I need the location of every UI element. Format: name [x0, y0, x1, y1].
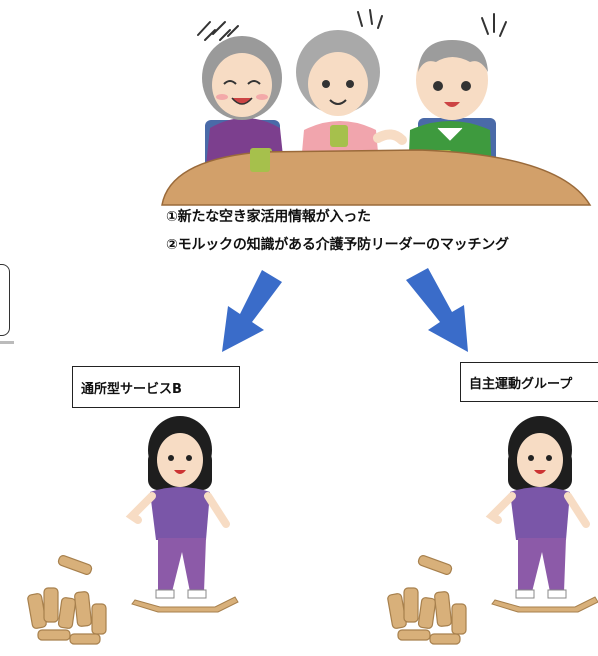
- group-label-right: 自主運動グループ: [460, 362, 598, 402]
- caption-line-1: ①新たな空き家活用情報が入った: [166, 209, 371, 225]
- elderly-meeting-illustration: [161, 9, 592, 206]
- partial-divider: [0, 341, 14, 344]
- woman-playing-molkky-left: [27, 416, 239, 645]
- caption-line-2: ②モルックの知識がある介護予防リーダーのマッチング: [166, 237, 509, 253]
- partial-side-box: [0, 264, 10, 336]
- woman-playing-molkky-right: [387, 416, 598, 645]
- group-label-left: 通所型サービスB: [72, 366, 240, 408]
